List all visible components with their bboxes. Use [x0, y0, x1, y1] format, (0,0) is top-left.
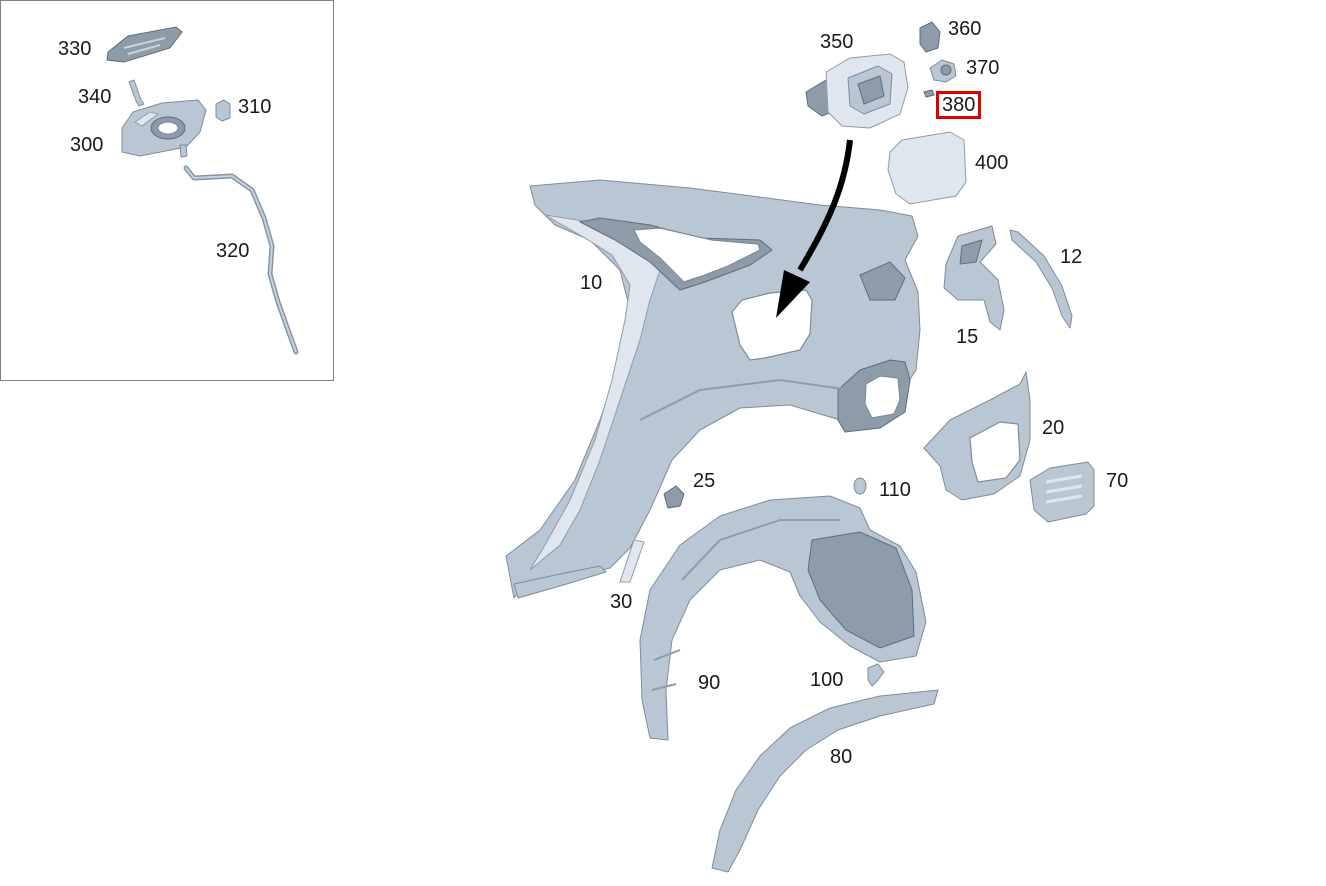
part-10-lower-sill: [513, 565, 607, 599]
callout-350[interactable]: 350: [820, 31, 854, 53]
callout-15[interactable]: 15: [956, 326, 979, 348]
part-12-seal-strip: [1009, 229, 1073, 329]
part-370-seal: [929, 59, 957, 83]
part-100-clip: [867, 663, 885, 687]
callout-370[interactable]: 370: [966, 57, 1000, 79]
part-10-rear-side-panel: [505, 179, 921, 599]
direction-arrow: [776, 139, 853, 318]
callout-80[interactable]: 80: [830, 746, 853, 768]
part-380-screw: [923, 89, 935, 98]
part-400-fuel-door-outer: [887, 131, 967, 205]
callout-25[interactable]: 25: [693, 470, 716, 492]
part-70-air-vent: [1029, 461, 1095, 523]
inset-frame: [0, 0, 334, 381]
callout-70[interactable]: 70: [1106, 470, 1129, 492]
callout-380-highlighted[interactable]: 380: [936, 91, 982, 119]
part-350-fuel-filler-flap: [805, 53, 909, 129]
callout-100[interactable]: 100: [810, 669, 844, 691]
callout-400[interactable]: 400: [975, 152, 1009, 174]
callout-360[interactable]: 360: [948, 18, 982, 40]
callout-330[interactable]: 330: [58, 38, 92, 60]
callout-320[interactable]: 320: [216, 240, 250, 262]
part-330-fuel-door-cover: [106, 26, 183, 63]
part-300-filler-housing: [121, 99, 207, 158]
callout-340[interactable]: 340: [78, 86, 112, 108]
part-320-drain-hose: [183, 165, 299, 355]
callout-30[interactable]: 30: [610, 591, 633, 613]
part-360-actuator: [919, 21, 941, 53]
part-80-wheel-arch-trim: [711, 689, 939, 873]
callout-310[interactable]: 310: [238, 96, 272, 118]
part-310-clip: [215, 99, 231, 122]
part-90-wheelhouse-liner: [639, 495, 927, 741]
part-110-plug: [853, 477, 867, 495]
callout-90[interactable]: 90: [698, 672, 721, 694]
part-25-grommet: [663, 485, 685, 509]
part-30-strip: [619, 539, 645, 583]
callout-12[interactable]: 12: [1060, 246, 1083, 268]
part-20-inner-panel: [923, 371, 1031, 501]
callout-110[interactable]: 110: [879, 479, 911, 501]
callout-20[interactable]: 20: [1042, 417, 1065, 439]
callout-300[interactable]: 300: [70, 134, 104, 156]
callout-10[interactable]: 10: [580, 272, 603, 294]
part-340-bolt: [128, 79, 145, 107]
part-15-bracket: [943, 225, 1005, 331]
